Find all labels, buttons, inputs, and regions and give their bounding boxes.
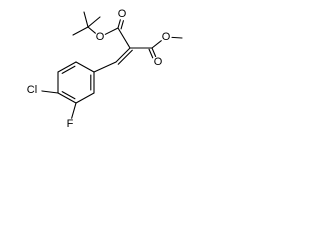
atom-label-o: O [154,56,163,68]
atom-label-o: O [162,31,171,43]
single-bond-11 [87,26,96,34]
double-bond-0-inner [61,65,76,74]
single-bond-6 [93,61,117,73]
atom-label-f: F [67,118,74,130]
double-bond-0 [57,61,77,73]
single-bond-19 [41,90,59,94]
single-bond-13 [72,26,89,36]
single-bond-18 [171,36,183,39]
single-bond-8 [117,27,131,49]
single-bond-12 [83,11,89,28]
double-bond-4-inner [61,91,76,100]
atom-label-o: O [118,8,127,20]
double-bond-9 [117,19,121,29]
single-bond-1 [75,61,95,73]
double-bond-9-second [120,20,124,30]
single-bond-3 [75,92,95,104]
double-bond-4 [57,92,77,104]
structure-canvas: O O O O ClF [27,8,183,130]
double-bond-16-second [148,48,154,59]
atom-label-cl: Cl [27,84,37,96]
atom-labels-layer: O O O O ClF [27,8,171,130]
single-bond-10 [104,27,119,35]
atom-label-o: O [96,31,105,43]
single-bond-14 [87,16,101,28]
double-bond-7 [115,47,131,63]
single-bond-20 [71,102,77,119]
bonds-layer [41,11,183,119]
double-bond-16 [151,47,157,58]
double-bond-7-second [117,49,133,65]
single-bond-17 [151,40,162,49]
